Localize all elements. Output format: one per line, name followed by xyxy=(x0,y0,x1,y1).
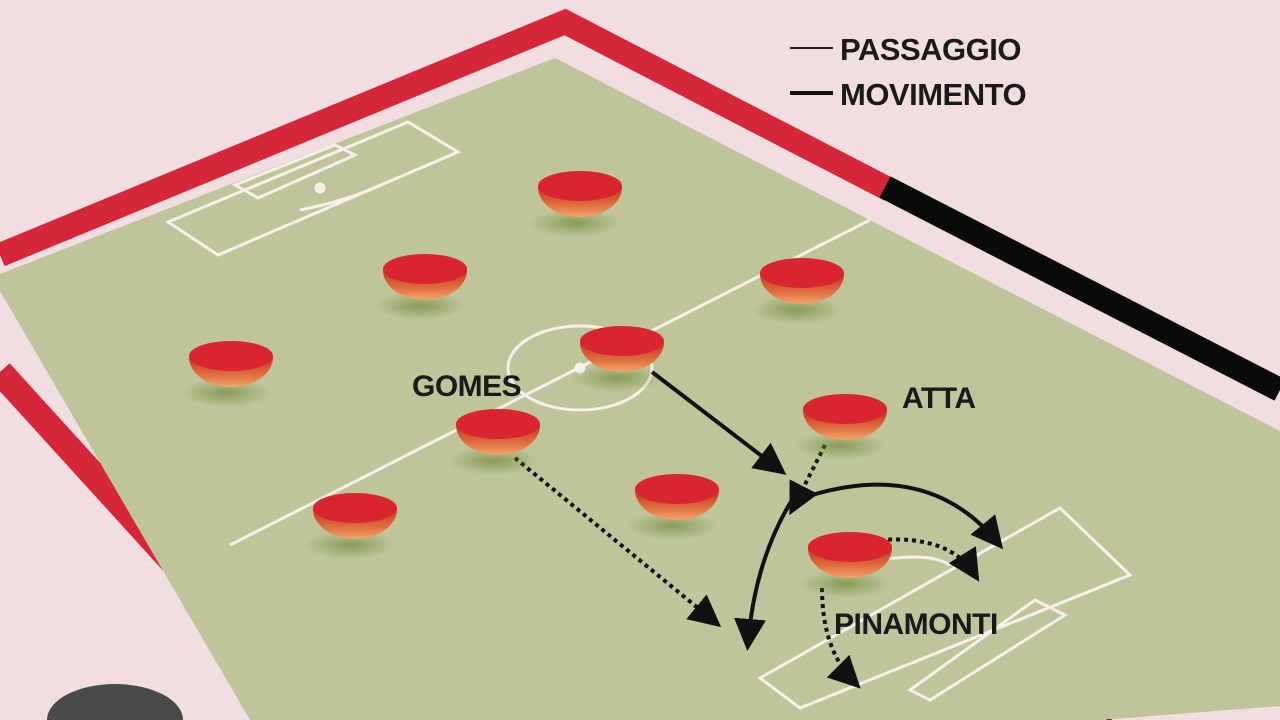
person-photo xyxy=(47,684,183,720)
player-marker xyxy=(375,254,467,320)
movement-arrow xyxy=(811,482,1004,550)
player-marker xyxy=(795,394,887,460)
players xyxy=(181,171,892,598)
player-top xyxy=(635,474,719,504)
player-top xyxy=(580,326,664,356)
player-shadow xyxy=(305,531,395,559)
legend-pass-label: PASSAGGIO xyxy=(840,32,1021,67)
pitch-markings xyxy=(164,120,1133,710)
player-top xyxy=(189,341,273,371)
player-top xyxy=(383,254,467,284)
player-marker xyxy=(800,532,892,598)
player-shadow xyxy=(572,364,662,392)
player-marker xyxy=(752,258,844,324)
player-shadow xyxy=(375,292,465,320)
player-shadow xyxy=(181,379,271,407)
player-marker xyxy=(530,171,622,237)
player-top xyxy=(313,493,397,523)
player-marker xyxy=(627,474,719,540)
pass-arrow xyxy=(879,537,980,582)
player-shadow xyxy=(752,296,842,324)
player-shadow xyxy=(530,209,620,237)
player-marker xyxy=(305,493,397,559)
legend: PASSAGGIO MOVIMENTO xyxy=(790,32,1027,112)
player-top xyxy=(760,258,844,288)
player-top xyxy=(803,394,887,424)
player-shadow xyxy=(800,570,890,598)
player-shadow xyxy=(795,432,885,460)
player-label-gomes: GOMES xyxy=(412,370,521,403)
player-top xyxy=(808,532,892,562)
movement-arrow xyxy=(650,370,787,475)
player-top xyxy=(538,171,622,201)
movement-arrow xyxy=(734,498,794,651)
player-shadow xyxy=(448,447,538,475)
player-marker xyxy=(572,326,664,392)
player-label-pinamonti: PINAMONTI xyxy=(834,608,998,641)
legend-move-label: MOVIMENTO xyxy=(840,77,1026,112)
player-shadow xyxy=(627,512,717,540)
player-marker xyxy=(448,409,540,475)
player-label-atta: ATTA xyxy=(902,382,976,415)
player-top xyxy=(456,409,540,439)
player-marker xyxy=(181,341,273,407)
pass-arrow xyxy=(513,456,722,628)
